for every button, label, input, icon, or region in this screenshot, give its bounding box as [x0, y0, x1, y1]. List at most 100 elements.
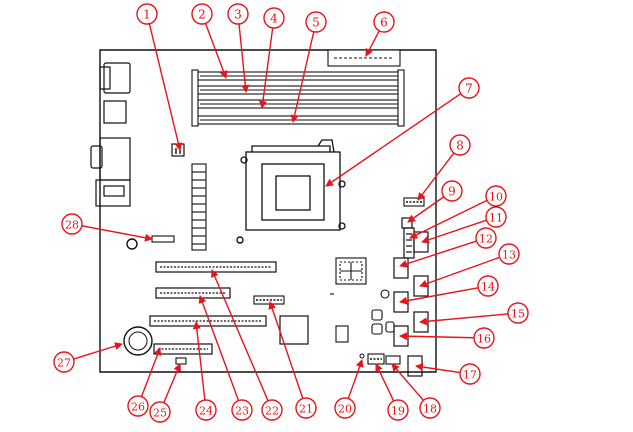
callout-leader-24 [192, 321, 206, 401]
callout-circle [261, 399, 283, 421]
callout-number: 27 [57, 357, 71, 370]
callout-27: 27 [53, 351, 75, 373]
callout-number: 28 [65, 219, 79, 232]
callout-number: 4 [270, 12, 278, 26]
callout-7: 7 [458, 77, 480, 99]
callout-number: 8 [456, 139, 464, 153]
sata-port-12 [393, 257, 409, 279]
callout-number: 19 [391, 405, 405, 418]
callout-leader-19 [375, 363, 395, 402]
motherboard [90, 49, 437, 377]
callout-leader-16 [399, 332, 475, 341]
callout-leader-26 [140, 347, 162, 397]
callout-number: 14 [481, 281, 495, 294]
callout-circle [485, 206, 507, 228]
callout-number: 12 [479, 233, 493, 246]
callout-number: 26 [131, 401, 145, 414]
capacitors [371, 289, 395, 335]
rear-io-panel [90, 62, 131, 207]
callout-number: 18 [423, 403, 437, 416]
callout-10: 10 [485, 185, 507, 207]
callout-leader-12 [399, 240, 477, 268]
callout-leader-7 [325, 93, 462, 187]
callout-circle [507, 302, 529, 324]
callout-number: 7 [465, 82, 473, 96]
callout-circle [449, 134, 471, 156]
callout-number: 1 [143, 8, 151, 22]
callout-leader-13 [419, 256, 500, 288]
callout-leader-11 [421, 219, 487, 244]
io-controller [330, 257, 367, 295]
callout-leader-22 [211, 269, 269, 402]
callout-circle [473, 327, 495, 349]
vrm-heatsink [191, 163, 207, 251]
callout-number: 15 [511, 308, 525, 321]
callout-leader-10 [409, 199, 488, 239]
callout-11: 11 [485, 206, 507, 228]
callout-number: 21 [299, 403, 313, 416]
callout-number: 2 [198, 8, 206, 22]
callout-17: 17 [459, 363, 481, 385]
callout-23: 23 [231, 399, 253, 421]
callout-leader-14 [399, 287, 479, 305]
callout-leader-17 [415, 363, 461, 374]
callout-circle [441, 180, 463, 202]
callout-leader-1 [148, 23, 183, 151]
callout-circle [334, 397, 356, 419]
callout-circle [475, 227, 497, 249]
callout-leader-4 [258, 27, 274, 109]
callout-number: 13 [502, 249, 516, 262]
callout-number: 3 [234, 8, 242, 22]
callout-5: 5 [305, 11, 327, 33]
callout-leader-21 [268, 301, 304, 399]
callout-circle [195, 399, 217, 421]
callout-8: 8 [449, 134, 471, 156]
callout-leader-6 [365, 30, 380, 57]
callout-number: 5 [312, 16, 320, 30]
callout-1: 1 [136, 3, 158, 25]
sata-port-13 [413, 275, 429, 297]
callout-28: 28 [61, 213, 83, 235]
callout-number: 23 [235, 405, 249, 418]
callout-number: 6 [380, 16, 388, 30]
callout-12: 12 [475, 227, 497, 249]
callout-21: 21 [295, 397, 317, 419]
callout-leader-20 [347, 359, 364, 399]
callout-number: 9 [448, 185, 456, 199]
callout-20: 20 [334, 397, 356, 419]
atx-power-connector [327, 49, 401, 67]
header-8 [403, 197, 425, 207]
sata-port-15 [413, 311, 429, 333]
callout-circle [231, 399, 253, 421]
callout-circle [263, 7, 285, 29]
callout-15: 15 [507, 302, 529, 324]
callout-circle [373, 11, 395, 33]
callout-26: 26 [127, 395, 149, 417]
callout-number: 20 [338, 403, 352, 416]
callout-leader-18 [391, 363, 424, 401]
callout-circle [387, 399, 409, 421]
callout-number: 10 [489, 191, 503, 204]
callout-leader-9 [407, 196, 445, 223]
callout-circle [459, 363, 481, 385]
callout-number: 17 [463, 369, 477, 382]
callout-22: 22 [261, 399, 283, 421]
callout-25: 25 [149, 401, 171, 423]
callout-4: 4 [263, 7, 285, 29]
sata-port-14 [393, 291, 409, 313]
callout-leader-3 [238, 23, 250, 93]
dimm-slots [191, 69, 405, 127]
callout-circle [305, 11, 327, 33]
callout-circle [53, 351, 75, 373]
callout-leader-28 [81, 225, 153, 242]
callout-circle [295, 397, 317, 419]
callout-circle [149, 401, 171, 423]
callout-leader-27 [73, 342, 123, 360]
callout-6: 6 [373, 11, 395, 33]
callout-number: 16 [477, 333, 491, 346]
callout-number: 25 [153, 407, 167, 420]
buzzer [126, 238, 138, 250]
cpu-socket [240, 139, 346, 231]
callout-2: 2 [191, 3, 213, 25]
